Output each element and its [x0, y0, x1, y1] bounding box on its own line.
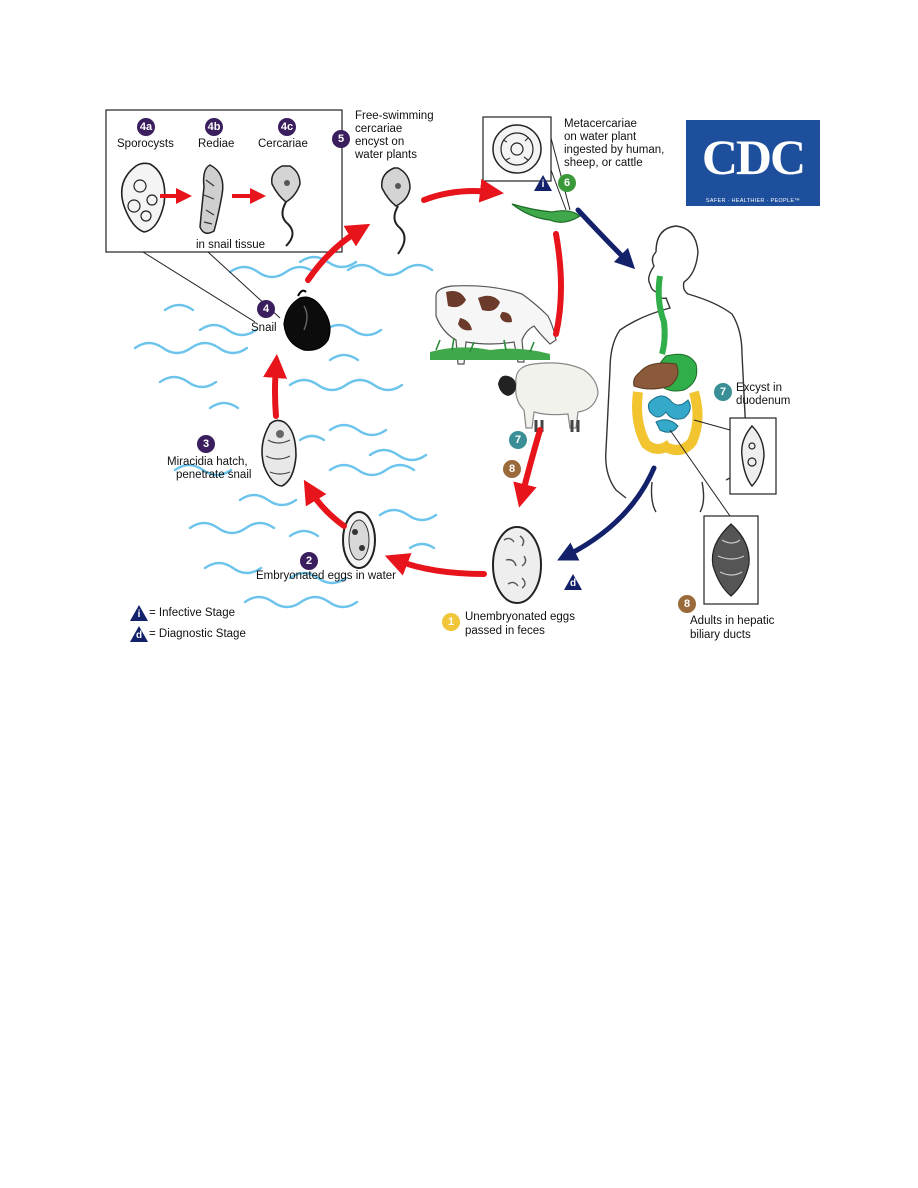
metacercariae-label-line-1: Metacercariae [564, 118, 637, 130]
legend-diagnostic-symbol: d [130, 626, 148, 642]
stage-1-badge: 1 [442, 613, 460, 631]
free-swimming-label-line-4: water plants [355, 149, 418, 161]
cdc-logo-text: CDC [701, 129, 806, 185]
cdc-logo-tagline: SAFER · HEALTHIER · PEOPLE™ [705, 198, 801, 204]
stage-4c-badge: 4c [278, 118, 296, 136]
stage-7-animal-badge: 7 [509, 431, 527, 449]
legend-infective-label: = Infective Stage [149, 607, 235, 619]
sheep-illustration [498, 362, 599, 432]
snail-label: Snail [251, 322, 277, 334]
excyst-label-line-1: Excyst in [736, 382, 783, 394]
metacercaria-pointer-line-1 [550, 137, 571, 211]
stage-8-human-badge: 8 [678, 595, 696, 613]
metacercaria-illustration [492, 124, 542, 174]
free-swimming-label-line-2: cercariae [355, 123, 403, 135]
free-swimming-label-line-3: encyst on [355, 136, 405, 148]
blue-human-arrows [557, 207, 657, 561]
stage-5-badge: 5 [332, 130, 350, 148]
arrow-embryonated-to-miracidia [303, 479, 347, 529]
cercariae-label: Cercariae [258, 138, 308, 150]
stage-4b-badge: 4b [205, 118, 223, 136]
water-waves [133, 255, 438, 609]
stage-4a-badge: 4a [137, 118, 155, 136]
infective-stage-marker-6: i [534, 175, 552, 191]
unembryonated-egg-illustration [492, 526, 542, 604]
stage-7-human-badge: 7 [714, 383, 732, 401]
inset-pointer-line-1 [142, 251, 256, 323]
cow-illustration [430, 285, 557, 365]
red-cycle-arrows [263, 178, 564, 577]
miracidia-label-line-2: penetrate snail [176, 469, 252, 481]
metacercaria-pointer-line-2 [550, 169, 567, 211]
adults-label-line-2: biliary ducts [690, 629, 751, 641]
embryonated-eggs-label: Embryonated eggs in water [256, 570, 396, 582]
unembryonated-label-line-1: Unembryonated eggs [465, 611, 575, 623]
redia-illustration [199, 164, 224, 234]
legend-infective-symbol: i [130, 605, 148, 621]
snail-illustration [283, 289, 331, 351]
arrow-free-cercaria-to-plant [421, 178, 504, 203]
arrow-human-to-eggs [557, 465, 657, 561]
metacercariae-label-line-3: ingested by human, [564, 144, 665, 156]
stage-4-badge: 4 [257, 300, 275, 318]
miracidium-illustration [261, 419, 297, 487]
free-swimming-label-line-1: Free-swimming [355, 110, 434, 122]
embryonated-egg-illustration [342, 511, 376, 569]
stage-6-badge: 6 [558, 174, 576, 192]
arrow-plant-to-animals [553, 231, 564, 337]
excysted-fluke-illustration [741, 424, 765, 488]
stage-2-badge: 2 [300, 552, 318, 570]
water-plant-illustration [511, 203, 582, 223]
rediae-label: Rediae [198, 138, 235, 150]
excyst-pointer-line [693, 419, 731, 431]
arrow-eggs-to-embryonated [384, 553, 487, 577]
metacercariae-label-line-2: on water plant [564, 131, 637, 143]
adults-label-line-1: Adults in hepatic [690, 615, 775, 627]
cercaria-illustration [270, 165, 301, 247]
excyst-label-line-2: duodenum [736, 395, 791, 407]
adult-fluke-illustration [711, 523, 750, 597]
stage-3-badge: 3 [197, 435, 215, 453]
arrow-miracidia-to-snail [263, 354, 288, 419]
in-snail-tissue-label: in snail tissue [196, 239, 266, 251]
arrow-animals-to-eggs [513, 427, 543, 508]
free-cercaria-illustration [381, 167, 411, 255]
miracidia-label-line-1: Miracidia hatch, [167, 456, 248, 468]
human-body-illustration [605, 225, 748, 513]
arrow-plant-to-human [575, 207, 636, 270]
legend-diagnostic-label: = Diagnostic Stage [149, 628, 246, 640]
unembryonated-label-line-2: passed in feces [465, 625, 545, 637]
arrow-snail-to-free-cercaria [305, 223, 371, 283]
cdc-logo: CDC SAFER · HEALTHIER · PEOPLE™ [686, 120, 820, 206]
metacercariae-label-line-4: sheep, or cattle [564, 157, 643, 169]
sporocysts-label: Sporocysts [117, 138, 174, 150]
adult-pointer-line [669, 429, 731, 517]
stage-8-animal-badge: 8 [503, 460, 521, 478]
sporocyst-illustration [120, 162, 166, 233]
diagnostic-stage-marker-1: d [564, 574, 582, 590]
